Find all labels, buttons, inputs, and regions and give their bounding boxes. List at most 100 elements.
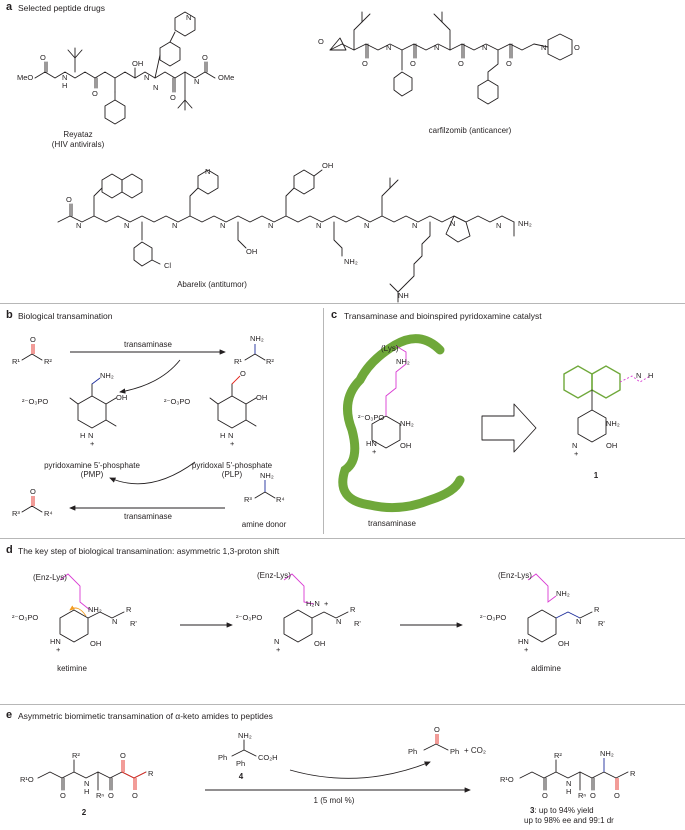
catalyst-label: 1 (5 mol %) [313,796,355,805]
svg-text:OH: OH [90,639,101,648]
product-yield-line: 3: up to 94% yield [530,806,594,816]
svg-text:²⁻O₃PO: ²⁻O₃PO [164,397,190,406]
svg-text:O: O [66,195,72,204]
svg-text:N: N [336,617,341,626]
svg-text:NH₂: NH₂ [600,749,614,758]
product-yield-label: : up to 94% yield [534,806,594,815]
svg-text:H: H [220,431,225,440]
svg-text:R³: R³ [12,509,20,518]
svg-text:N: N [220,221,225,230]
svg-text:HN: HN [518,637,529,646]
svg-text:OH: OH [116,393,127,402]
reyataz-label: Reyataz [63,130,93,139]
svg-text:OH: OH [400,441,411,450]
svg-text:+: + [90,439,95,448]
svg-text:OMe: OMe [218,73,234,82]
product-3-number: 3 [530,806,535,815]
svg-text:R²: R² [554,751,562,760]
svg-text:R: R [594,605,600,614]
svg-text:H: H [648,371,653,380]
svg-text:R²: R² [72,751,80,760]
svg-text:²⁻O₃PO: ²⁻O₃PO [22,397,48,406]
svg-text:O: O [362,59,368,68]
transaminase-c-label: transaminase [367,519,417,528]
enz-lys-label-3: (Enz-Lys) [498,571,532,580]
svg-text:N: N [412,221,417,230]
svg-text:N: N [636,371,641,380]
svg-text:N: N [186,13,191,22]
svg-text:N: N [205,167,210,176]
svg-text:N: N [172,221,177,230]
svg-text:²⁻O₃PO: ²⁻O₃PO [236,613,262,622]
svg-text:Cl: Cl [164,261,171,270]
enz-lys-label-2: (Enz-Lys) [257,571,291,580]
svg-text:O: O [30,335,36,344]
svg-text:R⁴: R⁴ [44,509,53,518]
panel-a-title: Selected peptide drugs [18,3,105,13]
pmp-label: pyridoxamine 5'-phosphate [44,461,140,470]
svg-text:Ph: Ph [450,747,459,756]
svg-text:O: O [30,487,36,496]
svg-text:NH₂: NH₂ [238,731,252,740]
svg-text:NH₂: NH₂ [250,334,264,343]
panel-c-scheme: NH₂ ²⁻O₃PO NH₂ OH HN + N H NH₂ OH N + [338,334,653,513]
svg-text:O: O [506,59,512,68]
svg-text:+: + [524,645,529,654]
panel-b-letter: b [6,309,13,321]
svg-text:O: O [542,791,548,800]
panel-c-letter: c [331,309,338,321]
svg-text:N: N [76,221,81,230]
compound-1-label: 1 [593,471,599,480]
svg-text:CO₂H: CO₂H [258,753,278,762]
svg-text:H: H [566,787,571,796]
svg-text:Ph: Ph [218,753,227,762]
svg-text:OH: OH [246,247,257,256]
svg-text:N: N [153,83,158,92]
svg-text:N: N [386,43,391,52]
svg-text:²⁻O₃PO: ²⁻O₃PO [358,413,384,422]
svg-text:+: + [276,645,281,654]
svg-text:MeO: MeO [17,73,33,82]
svg-text:O: O [318,37,324,46]
svg-text:H: H [62,81,67,90]
svg-text:N: N [144,73,149,82]
panel-c-title: Transaminase and bioinspired pyridoxamin… [344,311,542,321]
svg-text:H: H [84,787,89,796]
svg-text:NH: NH [398,291,409,300]
svg-text:N: N [541,43,546,52]
svg-text:N: N [566,779,571,788]
svg-text:N: N [112,617,117,626]
svg-text:R¹O: R¹O [20,775,34,784]
svg-text:NH₂: NH₂ [260,471,274,480]
svg-text:N: N [62,73,67,82]
svg-text:+: + [372,447,377,456]
svg-text:R²: R² [44,357,52,366]
svg-text:N: N [576,617,581,626]
svg-text:OH: OH [314,639,325,648]
svg-text:OH: OH [256,393,267,402]
svg-text:O: O [434,725,440,734]
svg-text:N: N [228,431,233,440]
svg-text:N: N [84,779,89,788]
substrate-2-label: 2 [81,808,87,817]
svg-text:R: R [148,769,154,778]
product-ee-dr-label: up to 98% ee and 99:1 dr [524,816,614,825]
svg-text:R¹: R¹ [234,357,242,366]
svg-text:NH₂: NH₂ [518,219,532,228]
svg-text:N: N [496,221,501,230]
reagent-4-label: 4 [238,772,244,781]
svg-text:NH₂: NH₂ [556,589,570,598]
svg-text:R': R' [354,619,361,628]
svg-text:+: + [574,449,579,458]
panel-e-letter: e [6,709,13,721]
abarelix-structure: O Cl N OH OH NH₂ NH NH₂ N N N N N N N N … [57,161,532,303]
enz-lys-label-1: (Enz-Lys) [33,573,67,582]
svg-text:R: R [350,605,356,614]
transaminase-bottom-label: transaminase [123,512,173,521]
carfilzomib-label: carfilzomib (anticancer) [428,126,512,135]
ketimine-label: ketimine [57,664,87,673]
transaminase-top-label: transaminase [123,340,173,349]
svg-text:O: O [410,59,416,68]
svg-text:R⁴: R⁴ [276,495,285,504]
svg-text:OH: OH [322,161,333,170]
